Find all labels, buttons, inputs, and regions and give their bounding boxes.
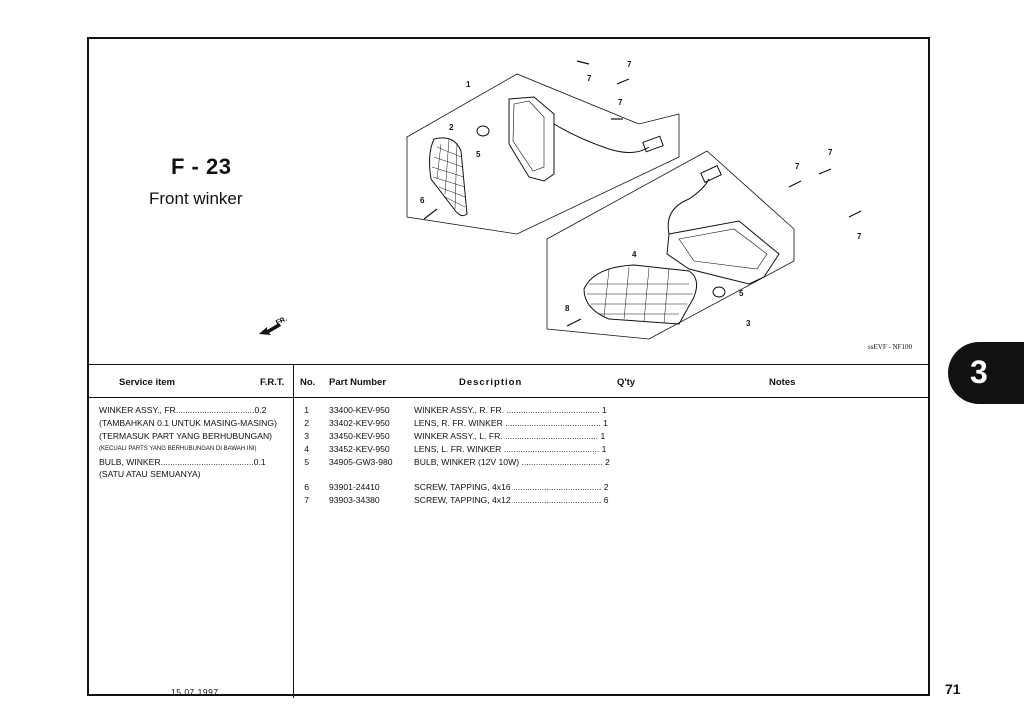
upper-housing xyxy=(508,96,664,182)
callout-4: 4 xyxy=(632,250,637,259)
callout-1: 1 xyxy=(466,80,471,89)
row-part-number: 93903-34380 xyxy=(329,495,380,505)
row-description: WINKER ASSY., L. FR. ...................… xyxy=(414,431,606,441)
front-arrow-icon xyxy=(259,323,281,335)
upper-lens xyxy=(429,137,468,217)
row-description: SCREW, TAPPING, 4x12 ...................… xyxy=(414,495,609,505)
table-top-rule xyxy=(89,364,928,365)
lower-housing xyxy=(666,165,780,285)
upper-assembly-outline xyxy=(406,73,680,235)
row-description: BULB, WINKER (12V 10W) .................… xyxy=(414,457,610,467)
lower-assembly-outline xyxy=(546,150,795,340)
callout-3: 3 xyxy=(746,319,751,328)
upper-screws xyxy=(423,60,630,220)
row-no: 7 xyxy=(304,495,309,505)
upper-bulb xyxy=(476,125,490,137)
service-item-row: (SATU ATAU SEMUANYA) xyxy=(99,469,201,479)
header-notes: Notes xyxy=(769,377,796,388)
front-direction-indicator: FR. xyxy=(257,314,297,343)
row-part-number: 93901-24410 xyxy=(329,482,380,492)
service-item-row: WINKER ASSY., FR........................… xyxy=(99,405,267,415)
header-part-number: Part Number xyxy=(329,377,387,388)
callout-7: 7 xyxy=(618,98,623,107)
callout-7: 7 xyxy=(587,74,592,83)
callout-2: 2 xyxy=(449,123,454,132)
row-no: 6 xyxy=(304,482,309,492)
callout-7: 7 xyxy=(795,162,800,171)
lower-screws xyxy=(566,168,862,327)
exploded-diagram: F - 23 Front winker xyxy=(89,39,928,364)
row-no: 2 xyxy=(304,418,309,428)
service-item-row: BULB, WINKER............................… xyxy=(99,457,266,467)
fr-label: FR. xyxy=(275,316,288,327)
winker-drawing: 1 2 5 6 7 7 7 7 7 7 4 5 8 3 xyxy=(406,60,862,340)
callout-7: 7 xyxy=(627,60,632,69)
table-header-rule xyxy=(89,397,928,398)
header-service-item: Service item xyxy=(119,377,175,388)
row-part-number: 34905-GW3-980 xyxy=(329,457,393,467)
lower-bulb xyxy=(712,286,726,298)
row-no: 4 xyxy=(304,444,309,454)
model-code: ssEVF - NF100 xyxy=(868,343,912,351)
callout-5: 5 xyxy=(739,289,744,298)
row-part-number: 33450-KEV-950 xyxy=(329,431,390,441)
figure-code: F - 23 xyxy=(171,154,232,179)
row-description: LENS, R. FR. WINKER ....................… xyxy=(414,418,608,428)
revision-date: 15.07.1997 xyxy=(171,687,219,697)
row-part-number: 33402-KEV-950 xyxy=(329,418,390,428)
callout-8: 8 xyxy=(565,304,570,313)
row-part-number: 33452-KEV-950 xyxy=(329,444,390,454)
header-description: Description xyxy=(459,377,523,388)
callout-5: 5 xyxy=(476,150,481,159)
header-qty: Q'ty xyxy=(617,377,636,388)
header-frt: F.R.T. xyxy=(260,377,285,388)
service-item-row: (TAMBAHKAN 0.1 UNTUK MASING-MASING) xyxy=(99,418,277,428)
callout-7: 7 xyxy=(828,148,833,157)
service-item-row: (KECUALI PARTS YANG BERHUBUNGAN DI BAWAH… xyxy=(99,446,257,452)
row-no: 5 xyxy=(304,457,309,467)
parts-page-frame: F - 23 Front winker xyxy=(87,37,930,698)
table-column-divider xyxy=(293,364,294,698)
row-part-number: 33400-KEV-950 xyxy=(329,405,390,415)
callout-6: 6 xyxy=(420,196,425,205)
chapter-tab xyxy=(948,342,1024,404)
row-no: 3 xyxy=(304,431,309,441)
chapter-number: 3 xyxy=(970,354,988,390)
row-description: WINKER ASSY., R. FR. ...................… xyxy=(414,405,607,415)
row-no: 1 xyxy=(304,405,309,415)
service-item-row: (TERMASUK PART YANG BERHUBUNGAN) xyxy=(99,431,273,441)
page-number: 71 xyxy=(945,681,961,697)
lower-lens xyxy=(583,264,698,325)
row-description: LENS, L. FR. WINKER ....................… xyxy=(414,444,607,454)
row-description: SCREW, TAPPING, 4x16 ...................… xyxy=(414,482,609,492)
figure-title: Front winker xyxy=(149,189,243,208)
callout-7: 7 xyxy=(857,232,862,241)
header-no: No. xyxy=(300,377,316,388)
